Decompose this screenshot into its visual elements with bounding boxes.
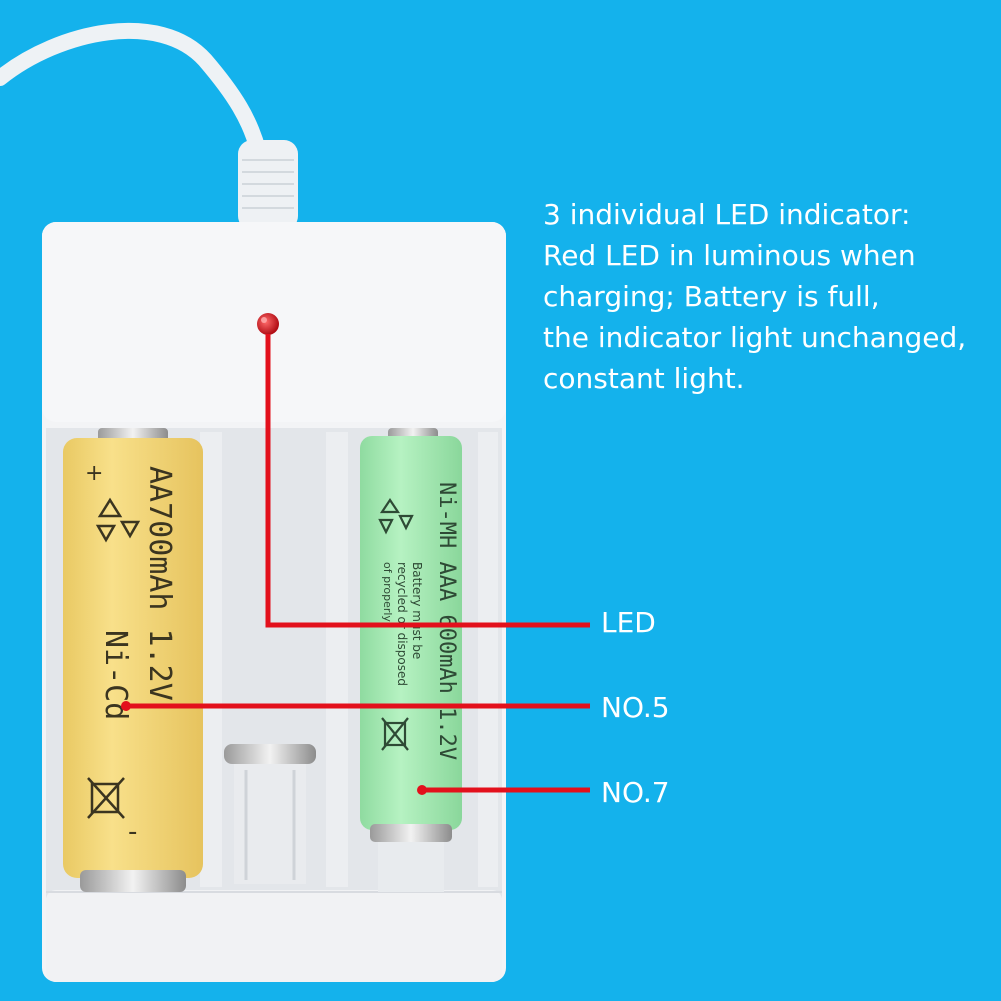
- crossed-bin-icon: [87, 777, 125, 819]
- aaa-warning-line-1: Battery must be: [410, 562, 424, 659]
- empty-slot-contact: [224, 744, 316, 884]
- callout-dots: [121, 701, 427, 795]
- aaa-crossed-bin-icon: [381, 717, 409, 751]
- recycle-icon: [95, 497, 141, 543]
- aa-minus-label: -: [128, 817, 137, 847]
- aaa-recycle-icon: [378, 498, 414, 535]
- aa-plus-label: +: [85, 461, 103, 486]
- aa-battery: + AA700mAh 1.2V Ni-Cd -: [63, 428, 203, 892]
- aaa-spec-text: Ni-MH AAA 600mAh 1.2V: [434, 482, 459, 760]
- aaa-battery: Ni-MH AAA 600mAh 1.2V Battery must be re…: [360, 428, 462, 892]
- callout-lines: [126, 334, 590, 793]
- callout-label-led: LED: [601, 606, 656, 639]
- aa-spec-text: AA700mAh 1.2V: [142, 466, 177, 701]
- callout-label-no7: NO.7: [601, 776, 670, 809]
- callout-label-no5: NO.5: [601, 691, 670, 724]
- led-callout-line: [265, 334, 590, 628]
- led-indicator: [257, 313, 279, 335]
- usb-cable: [0, 23, 298, 230]
- aaa-warning-line-3: of properly: [381, 562, 394, 622]
- feature-description: 3 individual LED indicator: Red LED in l…: [543, 198, 967, 395]
